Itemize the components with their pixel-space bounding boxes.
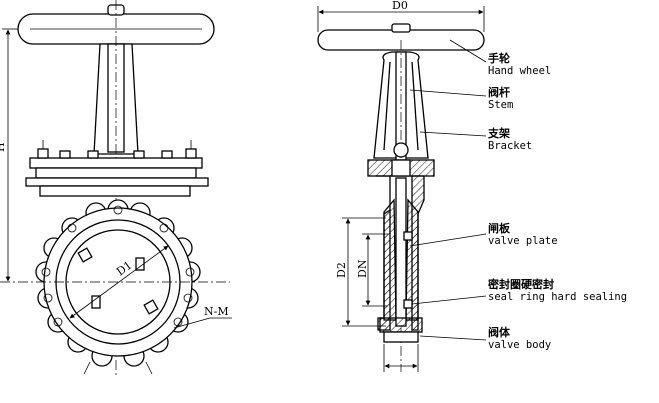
callout-stem-cn: 阀杆 [488,85,510,99]
front-body [0,199,230,367]
front-view: D1 N-M H [0,0,232,375]
side-view: D0 [317,0,627,372]
callout-sealring-cn: 密封圈硬密封 [488,277,554,291]
front-flange [25,140,209,197]
callout-leaders [409,39,487,341]
dn-label: DN [356,259,369,278]
callouts: 手轮 Hand wheel 阀杆 Stem 支架 Bracket 闸板 valv… [487,51,627,351]
h-dimension: H [0,28,18,282]
callout-stem-en: Stem [488,99,513,111]
nm-callout: N-M [173,305,232,329]
side-bracket [367,40,435,372]
callout-handwheel-cn: 手轮 [488,51,510,65]
callout-valveplate-en: valve plate [488,235,558,247]
d0-dimension: D0 [317,0,485,32]
callout-handwheel-en: Hand wheel [488,65,551,77]
callout-sealring-en: seal ring hard sealing [488,291,627,303]
callout-bracket-en: Bracket [488,140,532,152]
nm-label: N-M [204,305,229,318]
callout-valvebody-en: valve body [488,339,551,351]
callout-bracket-cn: 支架 [487,126,510,140]
dn-dimension: DN [356,233,388,307]
d2-dimension: D2 [335,217,386,327]
callout-valvebody-cn: 阀体 [488,325,511,339]
h-label: H [0,142,7,152]
d0-label: D0 [392,0,408,12]
d2-label: D2 [335,262,348,278]
side-body [376,175,425,372]
callout-valveplate-cn: 闸板 [488,221,511,235]
